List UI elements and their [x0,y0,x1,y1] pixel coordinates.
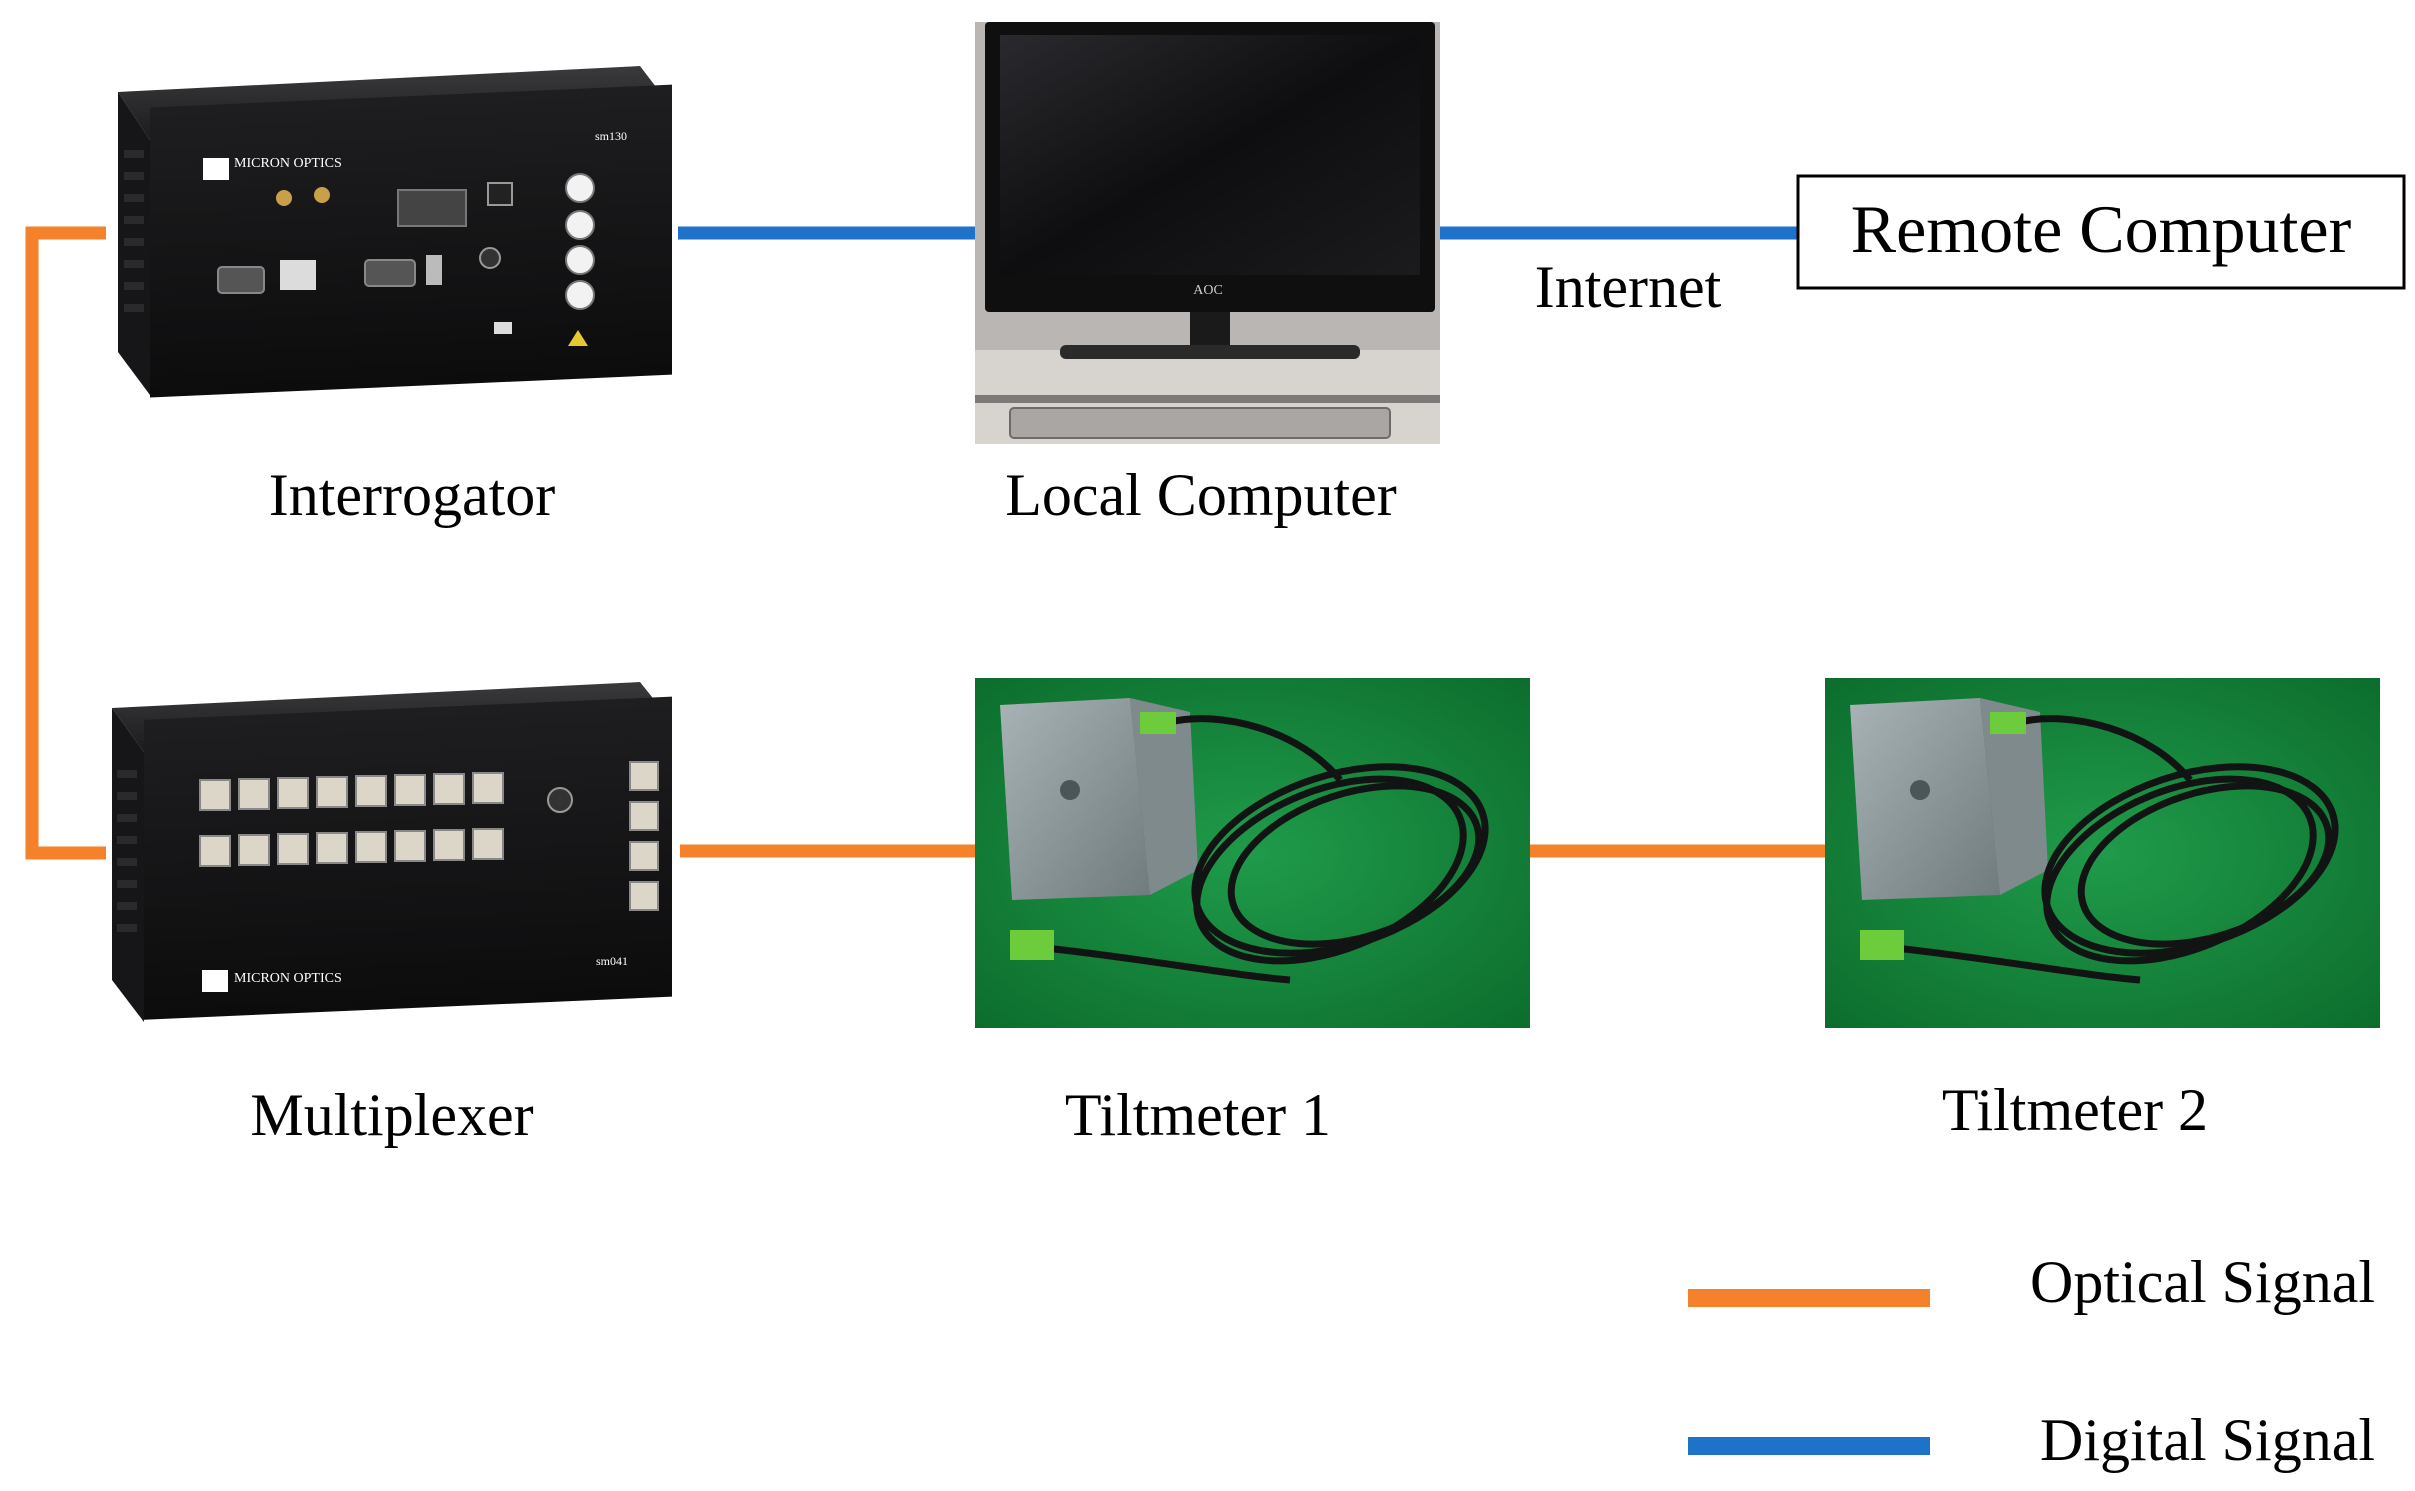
legend-optical-label: Optical Signal [2030,1249,2375,1315]
connections [25,226,1825,860]
node-labels: Interrogator Local Computer Multiplexer … [250,462,2208,1148]
interrogator-label: Interrogator [269,462,556,528]
tiltmeter-2-device [1825,678,2380,1028]
tiltmeter-1-label: Tiltmeter 1 [1065,1082,1331,1148]
multiplexer-ports [199,761,659,911]
legend: Optical Signal Digital Signal [1688,1249,2375,1473]
internet-label: Internet [1535,254,1722,320]
interrogator-model: sm130 [595,129,627,143]
optical-line-interrogator-multiplexer [25,226,106,860]
remote-computer-label: Remote Computer [1851,191,2352,267]
interrogator-brand: MICRON OPTICS [234,156,342,171]
micron-optics-logo-icon [203,158,229,180]
multiplexer-device: MICRON OPTICS sm041 [112,682,672,1022]
local-computer-label: Local Computer [1005,462,1397,528]
multiplexer-label: Multiplexer [250,1082,533,1148]
micron-optics-logo-icon-2 [202,970,228,992]
multiplexer-model: sm041 [596,954,628,968]
remote-computer-node: Remote Computer [1796,174,2406,290]
local-computer-device: AOC [975,22,1440,444]
legend-digital-label: Digital Signal [2040,1407,2375,1473]
multiplexer-brand: MICRON OPTICS [234,971,342,986]
tiltmeter-1-device [975,678,1530,1028]
interrogator-device: MICRON OPTICS sm130 [118,66,672,398]
tiltmeter-2-label: Tiltmeter 2 [1942,1077,2208,1143]
monitor-brand: AOC [1193,283,1223,298]
